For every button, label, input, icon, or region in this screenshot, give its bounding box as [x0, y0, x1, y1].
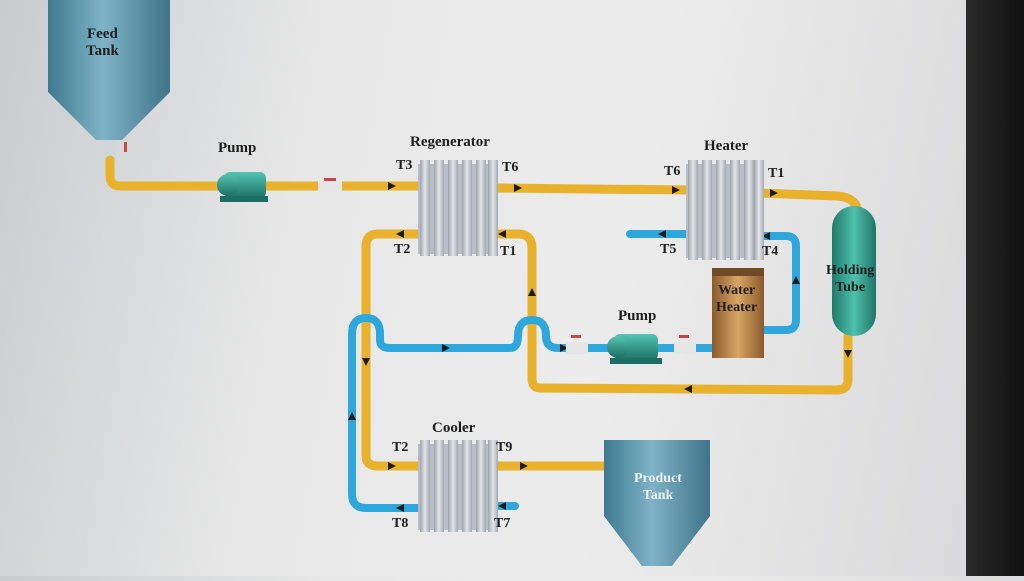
heater-t4-label: T4: [762, 244, 779, 259]
cooler-label: Cooler: [432, 420, 476, 436]
flow-arrows: [348, 182, 852, 512]
heater: [686, 160, 764, 260]
feed-valve: [124, 142, 127, 152]
regen-t1-label: T1: [500, 244, 517, 259]
product-tank: [604, 440, 710, 566]
feed-tank-label-line2: Tank: [86, 43, 119, 59]
holding-tube-label-line2: Tube: [835, 280, 866, 295]
pump-top-label: Pump: [218, 140, 257, 156]
water-heater-label-line2: Heater: [716, 300, 758, 315]
product-lines: [105, 155, 863, 471]
feed-tank-label: Feed Tank: [86, 26, 119, 60]
regenerator-label: Regenerator: [410, 134, 490, 150]
cooler-t2-label: T2: [392, 440, 409, 455]
pump-mid-label: Pump: [618, 308, 657, 324]
holding-tube-label: Holding Tube: [826, 262, 874, 296]
cooler-t8-label: T8: [392, 516, 409, 531]
regen-t3-label: T3: [396, 158, 413, 173]
water-heater-label: Water Heater: [716, 282, 757, 316]
feed-tank: [48, 0, 170, 162]
heater-t5-label: T5: [660, 242, 677, 257]
water-heater: [712, 268, 764, 358]
water-heater-label-line1: Water: [717, 283, 756, 298]
regen-t6-label: T6: [502, 160, 519, 175]
heater-t1-label: T1: [768, 166, 785, 181]
heater-label: Heater: [704, 138, 749, 154]
cooler-t9-label: T9: [496, 440, 513, 455]
cooler-t7-label: T7: [494, 516, 511, 531]
pump-mid: [607, 334, 662, 364]
product-tank-label-line2: Tank: [642, 488, 674, 503]
feed-tank-label-line1: Feed: [86, 26, 118, 42]
product-tank-label-line1: Product: [634, 471, 682, 486]
heater-t6-label: T6: [664, 164, 681, 179]
regen-t2-label: T2: [394, 242, 411, 257]
pump-top: [217, 172, 268, 202]
holding-tube-label-line1: Holding: [826, 263, 875, 278]
product-tank-label: Product Tank: [634, 470, 682, 504]
inline-valves: [318, 178, 696, 354]
cooler: [418, 440, 498, 532]
holding-tube: [832, 206, 876, 336]
regenerator: [418, 160, 498, 256]
monitor-bezel: [966, 0, 1024, 576]
